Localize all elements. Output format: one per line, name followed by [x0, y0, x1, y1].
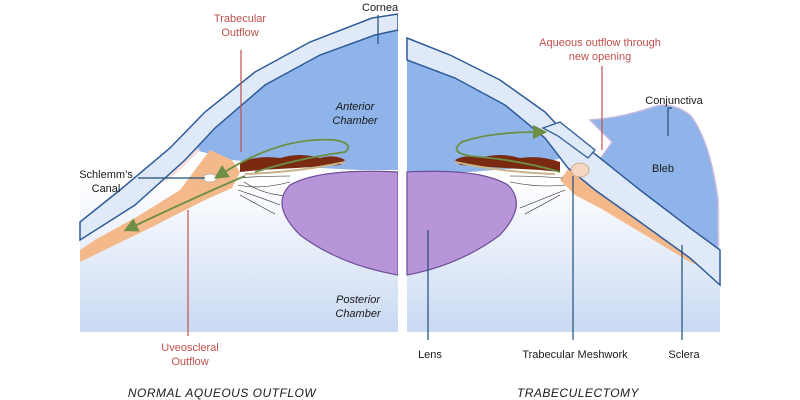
uveoscleral-outflow-label-line2: Outflow	[171, 356, 208, 368]
cornea-right	[406, 36, 721, 287]
cornea-label: Cornea	[362, 2, 399, 14]
trabecular-meshwork-shape	[570, 162, 590, 178]
uveoscleral-outflow-label-line1: Uveoscleral	[161, 342, 218, 354]
iris-right	[455, 155, 560, 172]
new-opening-outflow-arrow	[455, 124, 561, 173]
bleb	[588, 104, 719, 252]
scleral-flap	[541, 121, 596, 159]
anterior-chamber-label-line2: Chamber	[332, 115, 379, 127]
right-panel	[406, 36, 721, 332]
caption-normal-aqueous-outflow: NORMAL AQUEOUS OUTFLOW	[128, 386, 318, 400]
posterior-chamber-label-line2: Chamber	[335, 308, 382, 320]
caption-trabeculectomy: TRABECULECTOMY	[517, 386, 640, 400]
bleb-label: Bleb	[652, 163, 674, 175]
posterior-chamber-label-line1: Posterior	[336, 294, 381, 306]
schlemms-canal-label-line1: Schlemm’s	[79, 169, 133, 181]
trabecular-outflow-arrow	[213, 138, 350, 179]
conjunctiva-label: Conjunctiva	[645, 95, 703, 107]
anterior-chamber-label-line1: Anterior	[335, 101, 376, 113]
anterior-chamber-left	[188, 25, 398, 170]
trabecular-meshwork-label: Trabecular Meshwork	[522, 349, 628, 361]
iris-lining-left	[244, 161, 346, 175]
uveoscleral-outflow-arrow	[123, 175, 246, 232]
lens-right	[406, 170, 517, 276]
aqueous-outflow-label-line1: Aqueous outflow through	[539, 37, 661, 49]
anterior-chamber-right	[407, 52, 575, 172]
zonules-right	[509, 175, 566, 215]
lens-label: Lens	[418, 349, 442, 361]
trabecular-outflow-label-line1: Trabecular	[214, 13, 267, 25]
aqueous-outflow-label-line2: new opening	[569, 51, 631, 63]
iris-lining-right	[454, 161, 556, 175]
schlemms-canal-shape	[202, 173, 218, 183]
trabecular-outflow-label-line2: Outflow	[221, 27, 258, 39]
conjunctiva-leader	[667, 107, 672, 136]
left-panel	[79, 13, 399, 332]
sclera-label: Sclera	[668, 349, 700, 361]
schlemms-canal-label-line2: Canal	[92, 183, 121, 195]
lens-left	[281, 170, 399, 276]
